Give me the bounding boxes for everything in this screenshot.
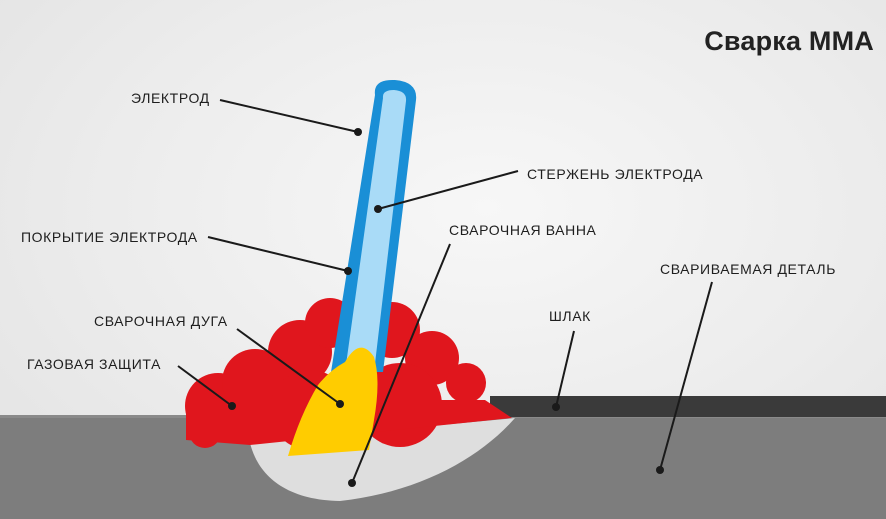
leader-dot-pool <box>348 479 356 487</box>
leader-dot-core <box>374 205 382 213</box>
leader-line-electrode <box>219 99 359 133</box>
leader-line-workpiece <box>659 281 713 471</box>
leader-dot-slag <box>552 403 560 411</box>
diagram-title: Сварка MMA <box>704 26 874 56</box>
label-gas-shield: ГАЗОВАЯ ЗАЩИТА <box>27 356 162 372</box>
label-electrode-coating: ПОКРЫТИЕ ЭЛЕКТРОДА <box>21 229 198 245</box>
leader-line-gas <box>177 365 233 407</box>
leader-line-coating <box>207 236 349 272</box>
label-weld-pool: СВАРОЧНАЯ ВАННА <box>449 222 597 238</box>
label-slag: ШЛАК <box>549 308 591 324</box>
leader-dot-workpiece <box>656 466 664 474</box>
leader-line-pool <box>351 243 451 484</box>
electrode-core <box>345 90 407 372</box>
leader-line-slag <box>555 330 575 408</box>
leader-dot-gas <box>228 402 236 410</box>
leader-dot-electrode <box>354 128 362 136</box>
leader-lines <box>177 99 713 484</box>
leader-dot-arc <box>336 400 344 408</box>
slag <box>490 396 886 417</box>
label-electrode-core: СТЕРЖЕНЬ ЭЛЕКТРОДА <box>527 166 704 182</box>
leader-line-core <box>377 170 519 210</box>
label-welding-arc: СВАРОЧНАЯ ДУГА <box>94 313 228 329</box>
leader-dots <box>228 128 664 487</box>
leader-line-arc <box>236 328 341 405</box>
label-electrode: ЭЛЕКТРОД <box>131 90 210 106</box>
label-workpiece: СВАРИВАЕМАЯ ДЕТАЛЬ <box>660 261 836 277</box>
welding-arc <box>288 347 378 456</box>
leader-dot-coating <box>344 267 352 275</box>
